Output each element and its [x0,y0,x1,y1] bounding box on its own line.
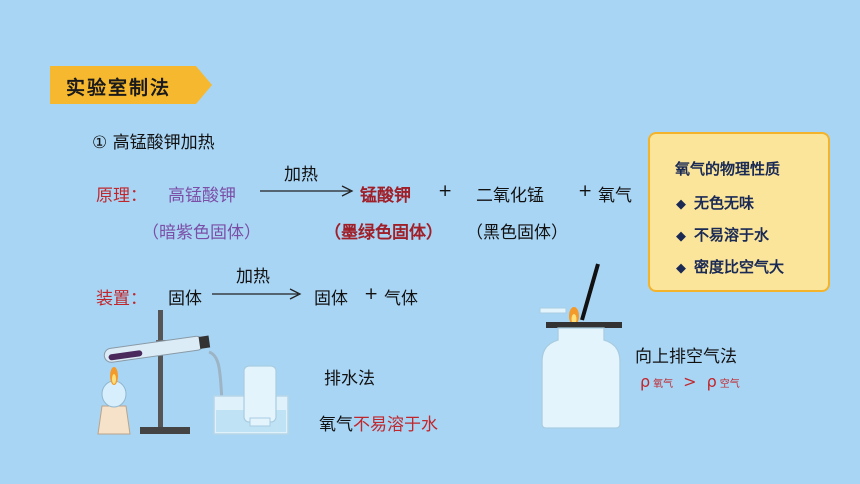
heating-apparatus-illustration [97,310,289,435]
rho-air: ρ [706,372,717,391]
banner-shape [50,66,212,104]
principle-condition: 加热 [284,165,318,185]
water-reason-prefix: 氧气 [319,415,353,435]
apparatus-arrow [212,288,302,300]
upward-air-collection-illustration [539,263,622,429]
greater-than-sign: > [683,372,697,391]
water-method-reason: 氧气不易溶于水 [319,410,438,435]
principle-arrow [260,185,354,197]
principle-plus1: + [438,181,453,201]
apparatus-product2: 气体 [384,289,418,309]
diamond-bullet-icon: ◆ [676,261,686,276]
apparatus-product1: 固体 [314,289,348,309]
oxygen-subscript: 氧气 [653,379,674,390]
principle-product2: 二氧化锰 [476,186,544,206]
property-item: ◆无色无味 [676,194,755,212]
reactant-note: （暗紫色固体） [142,223,261,243]
product2-note: （黑色固体） [466,223,568,243]
physical-properties-box: 氧气的物理性质 ◆无色无味 ◆不易溶于水 ◆密度比空气大 [648,132,830,292]
principle-reactant: 高锰酸钾 [168,186,236,206]
water-reason-highlight: 不易溶于水 [353,415,438,435]
apparatus-plus: + [364,284,379,304]
method-heading: ① 高锰酸钾加热 [92,133,215,153]
apparatus-condition: 加热 [236,267,270,287]
water-method-title: 排水法 [324,369,375,389]
banner-title: 实验室制法 [66,77,172,99]
section-banner: 实验室制法 [50,66,212,104]
apparatus-label: 装置： [96,289,147,309]
diamond-bullet-icon: ◆ [676,197,686,212]
apparatus-reactant: 固体 [168,289,202,309]
product1-note: （墨绿色固体） [324,223,443,243]
principle-plus2: + [578,181,593,201]
rho-oxygen: ρ [640,372,651,391]
principle-label: 原理： [96,186,147,206]
air-method-title: 向上排空气法 [635,347,737,367]
principle-product1: 锰酸钾 [360,186,411,206]
property-item: ◆不易溶于水 [676,226,770,244]
air-subscript: 空气 [719,379,740,390]
principle-product3: 氧气 [598,186,632,206]
properties-title: 氧气的物理性质 [675,160,781,178]
diamond-bullet-icon: ◆ [676,229,686,244]
property-item: ◆密度比空气大 [676,258,785,276]
